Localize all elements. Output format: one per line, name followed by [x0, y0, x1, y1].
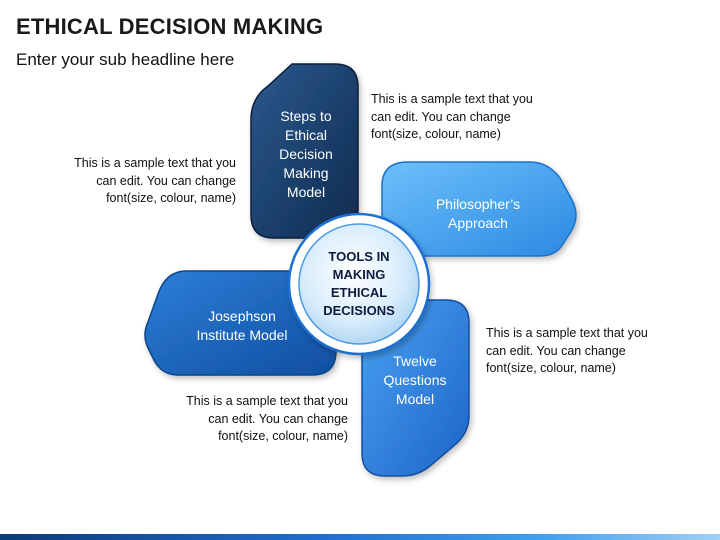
footer-accent-bar	[0, 534, 720, 540]
petal-steps-model	[250, 63, 359, 239]
petal-label-steps: Steps to Ethical Decision Making Model	[279, 107, 333, 200]
center-label: TOOLS IN MAKING ETHICAL DECISIONS	[323, 249, 395, 318]
petal-josephson-model	[144, 270, 337, 376]
center-disc	[298, 223, 420, 345]
note-right: This is a sample text that you can edit.…	[486, 326, 648, 375]
sub-headline: Enter your sub headline here	[16, 50, 235, 69]
petal-label-josephson: Josephson Institute Model	[196, 308, 288, 343]
note-bottom: This is a sample text that you can edit.…	[186, 394, 348, 443]
petal-label-twelve: Twelve Questions Model	[383, 352, 447, 407]
note-left: This is a sample text that you can edit.…	[74, 156, 236, 205]
note-top-right: This is a sample text that you can edit.…	[371, 92, 533, 141]
petal-label-philosophers: Philosopher’s Approach	[435, 196, 521, 231]
petal-philosophers-approach	[381, 161, 577, 257]
page-title: ETHICAL DECISION MAKING	[16, 14, 324, 39]
